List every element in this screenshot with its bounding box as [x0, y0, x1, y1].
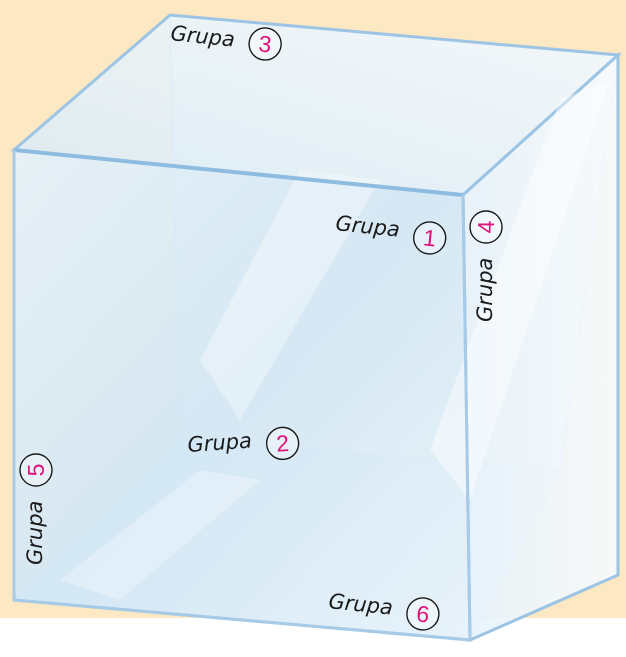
- svg-text:Grupa: Grupa: [473, 258, 497, 322]
- svg-text:4: 4: [473, 220, 499, 233]
- svg-text:3: 3: [257, 30, 272, 57]
- svg-text:6: 6: [415, 600, 430, 627]
- svg-text:Grupa: Grupa: [23, 501, 47, 565]
- svg-text:Grupa: Grupa: [187, 429, 253, 457]
- svg-text:2: 2: [275, 430, 290, 457]
- svg-text:5: 5: [23, 464, 49, 477]
- svg-text:1: 1: [422, 224, 437, 251]
